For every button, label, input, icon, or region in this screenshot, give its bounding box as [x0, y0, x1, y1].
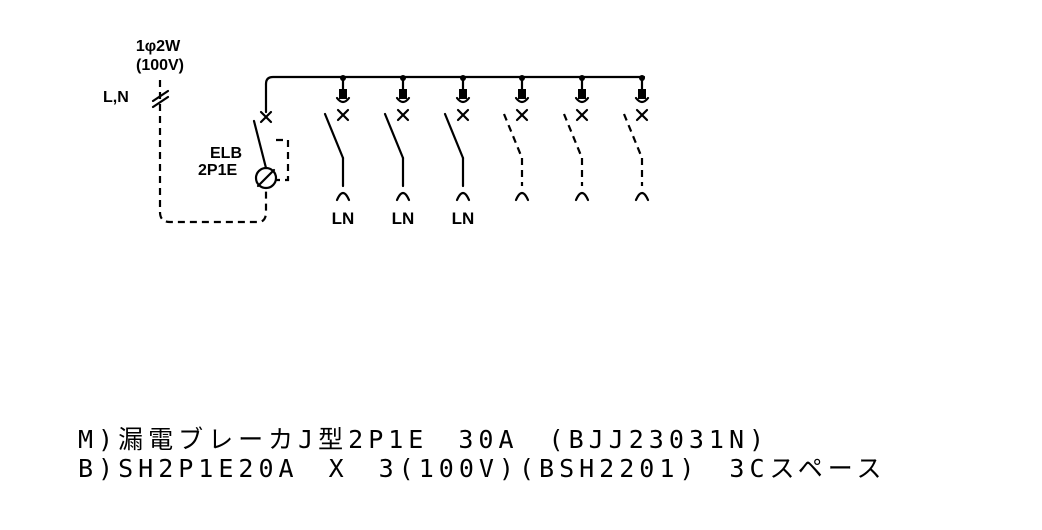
- supply-voltage-label: (100V): [136, 57, 184, 74]
- outgoing-terminal: [335, 191, 351, 202]
- outgoing-terminal: [574, 191, 590, 202]
- cross-mark: [336, 108, 350, 122]
- supply-conductors-label: L,N: [103, 89, 129, 106]
- main-elb-type-label: ELB: [210, 145, 242, 162]
- branch-4: [502, 75, 530, 202]
- branch-5: [562, 75, 590, 202]
- branch-6: [622, 75, 650, 202]
- spec-branch-line: B)SH2P1E20A X 3(100V)(BSH2201) 3Cスペース: [78, 454, 887, 483]
- fuse-element: [518, 89, 526, 99]
- terminal-cup: [395, 96, 411, 104]
- terminal-cup: [514, 96, 530, 104]
- terminal-cup: [455, 96, 471, 104]
- switch-blade: [383, 112, 405, 160]
- main-elb-poles-label: 2P1E: [198, 162, 237, 179]
- outgoing-terminal: [634, 191, 650, 202]
- fuse-element: [339, 89, 347, 99]
- switch-blade: [443, 112, 465, 160]
- switch-blade: [323, 112, 345, 160]
- incoming-supply-line: [151, 80, 268, 224]
- fuse-element: [399, 89, 407, 99]
- spec-main-line: M)漏電ブレーカJ型2P1E 30A (BJJ23031N): [78, 425, 770, 454]
- outgoing-terminal: [455, 191, 471, 202]
- fuse-element: [578, 89, 586, 99]
- switch-blade: [562, 113, 584, 159]
- outgoing-terminal: [395, 191, 411, 202]
- branch-1: LN: [323, 75, 355, 228]
- terminal-cup: [574, 96, 590, 104]
- branch-load-label: LN: [452, 209, 475, 228]
- branch-load-label: LN: [332, 209, 355, 228]
- branch-circuits: LN LN LN: [323, 75, 650, 228]
- fuse-element: [638, 89, 646, 99]
- cross-mark: [575, 108, 589, 122]
- cross-mark: [635, 108, 649, 122]
- switch-blade: [622, 113, 644, 159]
- cross-mark: [456, 108, 470, 122]
- main-elb-symbol: [252, 75, 646, 190]
- fuse-element: [459, 89, 467, 99]
- branch-load-label: LN: [392, 209, 415, 228]
- cross-mark: [515, 108, 529, 122]
- cross-mark: [396, 108, 410, 122]
- supply-phase-label: 1φ2W: [136, 38, 181, 55]
- terminal-cup: [335, 96, 351, 104]
- terminal-cup: [634, 96, 650, 104]
- branch-2: LN: [383, 75, 415, 228]
- outgoing-terminal: [514, 191, 530, 202]
- switch-blade: [502, 113, 524, 159]
- branch-3: LN: [443, 75, 475, 228]
